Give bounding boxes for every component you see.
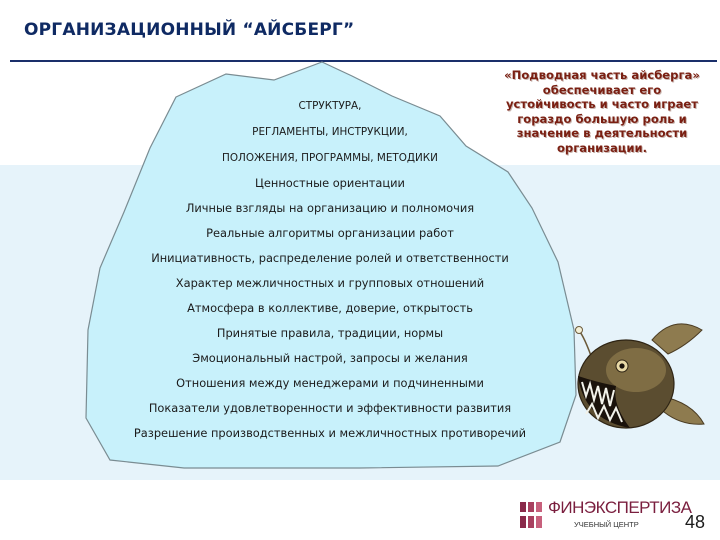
callout-line-1: «Подводная часть айсберга» — [504, 68, 700, 82]
hidden-line-8: Эмоциональный настрой, запросы и желания — [192, 351, 468, 365]
hidden-line-3: Реальные алгоритмы организации работ — [206, 226, 454, 240]
page-number: 48 — [685, 512, 706, 532]
logo-mark-icon — [518, 502, 548, 528]
hidden-line-1: Ценностные ориентации — [255, 176, 405, 190]
hidden-line-9: Отношения между менеджерами и подчиненны… — [176, 376, 484, 390]
hidden-line-6: Атмосфера в коллективе, доверие, открыто… — [187, 301, 473, 315]
hidden-line-11: Разрешение производственных и межличност… — [133, 426, 527, 440]
hidden-line-10: Показатели удовлетворенности и эффективн… — [148, 401, 512, 415]
callout-line-4: гораздо большую роль и — [517, 111, 687, 126]
slide-title: ОРГАНИЗАЦИОННЫЙ “АЙСБЕРГ” — [24, 20, 355, 40]
visible-line-1: СТРУКТУРА, — [298, 100, 362, 112]
finexpertiza-logo: ФИНЭКСПЕРТИЗА УЧЕБНЫЙ ЦЕНТР — [518, 496, 692, 536]
logo-subtitle: УЧЕБНЫЙ ЦЕНТР — [574, 520, 639, 529]
hidden-line-2: Личные взгляды на организацию и полномоч… — [185, 201, 475, 215]
callout-line-3: устойчивость и часто играет — [505, 97, 698, 112]
title-divider — [10, 60, 717, 62]
visible-line-3: ПОЛОЖЕНИЯ, ПРОГРАММЫ, МЕТОДИКИ — [222, 152, 438, 164]
callout-line-5: значение в деятельности — [516, 126, 688, 141]
hidden-line-4: Инициативность, распределение ролей и от… — [151, 251, 509, 265]
logo-name: ФИНЭКСПЕРТИЗА — [548, 498, 692, 517]
callout-line-6: организации. — [556, 140, 648, 155]
anglerfish-illustration — [575, 323, 705, 429]
callout-note: «Подводная часть айсберга» обеспечивает … — [484, 68, 720, 156]
hidden-line-7: Принятые правила, традиции, нормы — [216, 326, 444, 340]
callout-line-2: обеспечивает его — [542, 82, 662, 97]
visible-line-2: РЕГЛАМЕНТЫ, ИНСТРУКЦИИ, — [252, 126, 408, 138]
hidden-line-5: Характер межличностных и групповых отнош… — [175, 276, 485, 290]
